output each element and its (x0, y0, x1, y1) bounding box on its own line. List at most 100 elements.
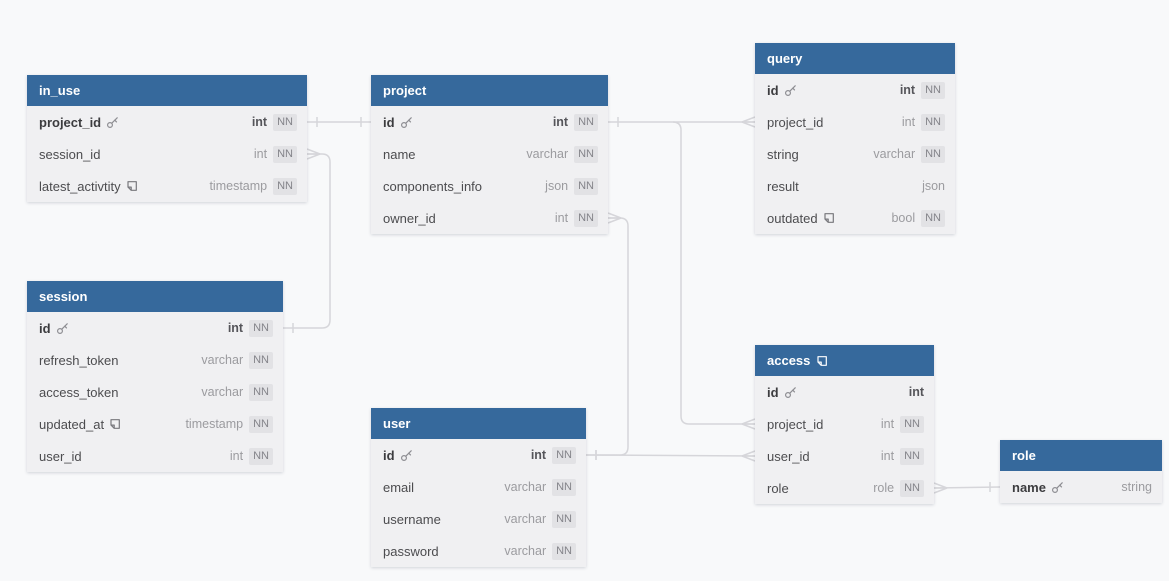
primary-key-icon (400, 449, 412, 461)
table-header[interactable]: user (371, 408, 586, 439)
not-null-badge: NN (552, 478, 576, 496)
not-null-badge: NN (574, 177, 598, 195)
table-header[interactable]: query (755, 43, 955, 74)
primary-key-icon (56, 322, 68, 334)
not-null-badge: NN (273, 177, 297, 195)
note-icon (817, 355, 828, 366)
field-row-result[interactable]: result json (755, 170, 955, 202)
cardinality-many-marker (741, 450, 756, 462)
cardinality-many-marker (306, 148, 321, 160)
field-type: int (880, 449, 895, 463)
note-icon (127, 181, 137, 191)
not-null-badge: NN (900, 479, 924, 497)
table-title: session (39, 289, 88, 304)
field-name: outdated (767, 210, 818, 226)
field-name: id (39, 320, 51, 336)
field-name: string (767, 146, 799, 162)
cardinality-many-marker (741, 418, 756, 430)
field-type: varchar (873, 147, 916, 161)
relationship-line[interactable] (585, 454, 756, 457)
note-icon (110, 419, 120, 429)
not-null-badge: NN (921, 209, 945, 227)
not-null-badge: NN (921, 113, 945, 131)
table-header[interactable]: project (371, 75, 608, 106)
field-type: int (552, 115, 569, 129)
field-type: varchar (526, 147, 569, 161)
field-type: json (922, 179, 945, 193)
field-type: int (899, 83, 916, 97)
not-null-badge: NN (574, 145, 598, 163)
field-type: varchar (504, 512, 547, 526)
field-type: json (545, 179, 569, 193)
field-row-latest_activtity[interactable]: latest_activtity timestamp NN (27, 170, 307, 202)
field-name: role (767, 480, 789, 496)
field-type: int (908, 385, 924, 399)
table-title: project (383, 83, 427, 98)
relationship-line[interactable] (283, 153, 331, 329)
field-name: refresh_token (39, 352, 119, 368)
field-name: result (767, 178, 799, 194)
field-type: int (901, 115, 916, 129)
field-name: access_token (39, 384, 119, 400)
field-name: password (383, 543, 439, 559)
field-type: varchar (504, 544, 547, 558)
field-name: email (383, 479, 415, 495)
cardinality-many-marker (607, 212, 622, 224)
field-type: int (227, 321, 244, 335)
field-name: id (767, 82, 779, 98)
field-name: user_id (767, 448, 810, 464)
field-name: latest_activtity (39, 178, 121, 194)
field-type: varchar (201, 353, 244, 367)
field-name: session_id (39, 146, 101, 162)
table-header[interactable]: session (27, 281, 283, 312)
field-name: user_id (39, 448, 82, 464)
note-icon (824, 213, 834, 223)
table-header[interactable]: in_use (27, 75, 307, 106)
field-name: project_id (39, 114, 102, 130)
field-name: project_id (767, 416, 824, 432)
table-header[interactable]: access (755, 345, 934, 376)
field-row-email[interactable]: email varchar NN (371, 471, 586, 503)
not-null-badge: NN (273, 113, 297, 131)
field-type: int (229, 449, 244, 463)
field-type: timestamp (185, 417, 244, 431)
table-header[interactable]: role (1000, 440, 1162, 471)
table-title: role (1012, 448, 1036, 463)
field-name: updated_at (39, 416, 105, 432)
field-type: varchar (504, 480, 547, 494)
field-type: varchar (201, 385, 244, 399)
relationship-line[interactable] (672, 121, 755, 425)
field-type: timestamp (209, 179, 268, 193)
